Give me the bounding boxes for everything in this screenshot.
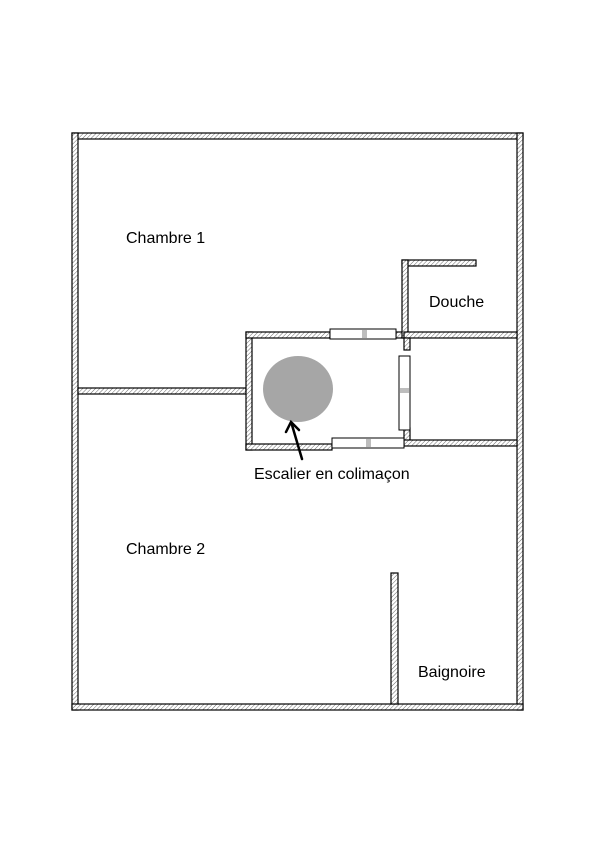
wall-corridor-bottom <box>403 439 518 447</box>
room-label-chambre2: Chambre 2 <box>126 541 206 558</box>
wall-left <box>71 132 79 711</box>
door-bottom <box>331 437 405 449</box>
door-corridor <box>398 355 411 431</box>
wall-douche-left <box>401 259 409 339</box>
wall-right <box>516 132 524 711</box>
room-label-chambre1: Chambre 1 <box>126 230 206 247</box>
wall-baignoire <box>390 572 399 705</box>
door-top <box>329 328 397 340</box>
wall-bedroom-partition <box>77 387 247 395</box>
stair-circle <box>263 356 333 422</box>
wall-bottom <box>71 703 524 711</box>
wall-stair-left <box>245 331 253 451</box>
wall-stair-top-left <box>245 331 331 339</box>
doors <box>329 328 411 449</box>
wall-stair-bottom-left <box>245 443 333 451</box>
wall-douche-bottom <box>403 331 518 339</box>
room-label-douche: Douche <box>429 294 485 311</box>
room-label-baignoire: Baignoire <box>418 664 486 681</box>
wall-top <box>71 132 524 140</box>
wall-douche-top <box>401 259 477 267</box>
stair-arrow <box>284 419 304 461</box>
stair-label: Escalier en colimaçon <box>254 466 410 483</box>
wall-corridor-left <box>403 337 411 351</box>
